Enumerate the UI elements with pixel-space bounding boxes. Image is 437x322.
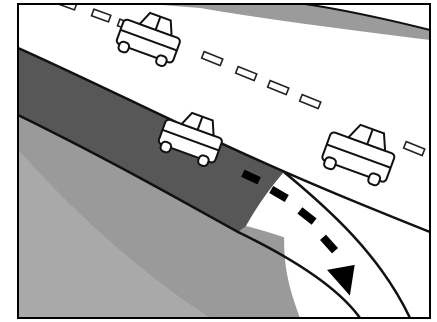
ramp-edge-left bbox=[17, 113, 362, 319]
ramp-edge-right bbox=[283, 171, 412, 319]
main-road bbox=[18, 4, 430, 232]
frame-outline bbox=[17, 3, 431, 319]
top-margin bbox=[0, 0, 437, 4]
bottom-margin bbox=[0, 318, 437, 322]
exit-arrow bbox=[241, 169, 355, 296]
car-upper-lane bbox=[115, 11, 181, 67]
exit-arrow-head-icon bbox=[327, 264, 355, 296]
exit-ramp bbox=[246, 160, 430, 318]
left-margin bbox=[0, 0, 18, 322]
car-exiting bbox=[157, 111, 223, 167]
road-edge-near bbox=[17, 46, 431, 234]
right-margin bbox=[430, 0, 437, 322]
car-near-lane bbox=[321, 123, 396, 187]
grass-lower-left bbox=[18, 150, 210, 318]
deceleration-lane bbox=[18, 48, 284, 232]
